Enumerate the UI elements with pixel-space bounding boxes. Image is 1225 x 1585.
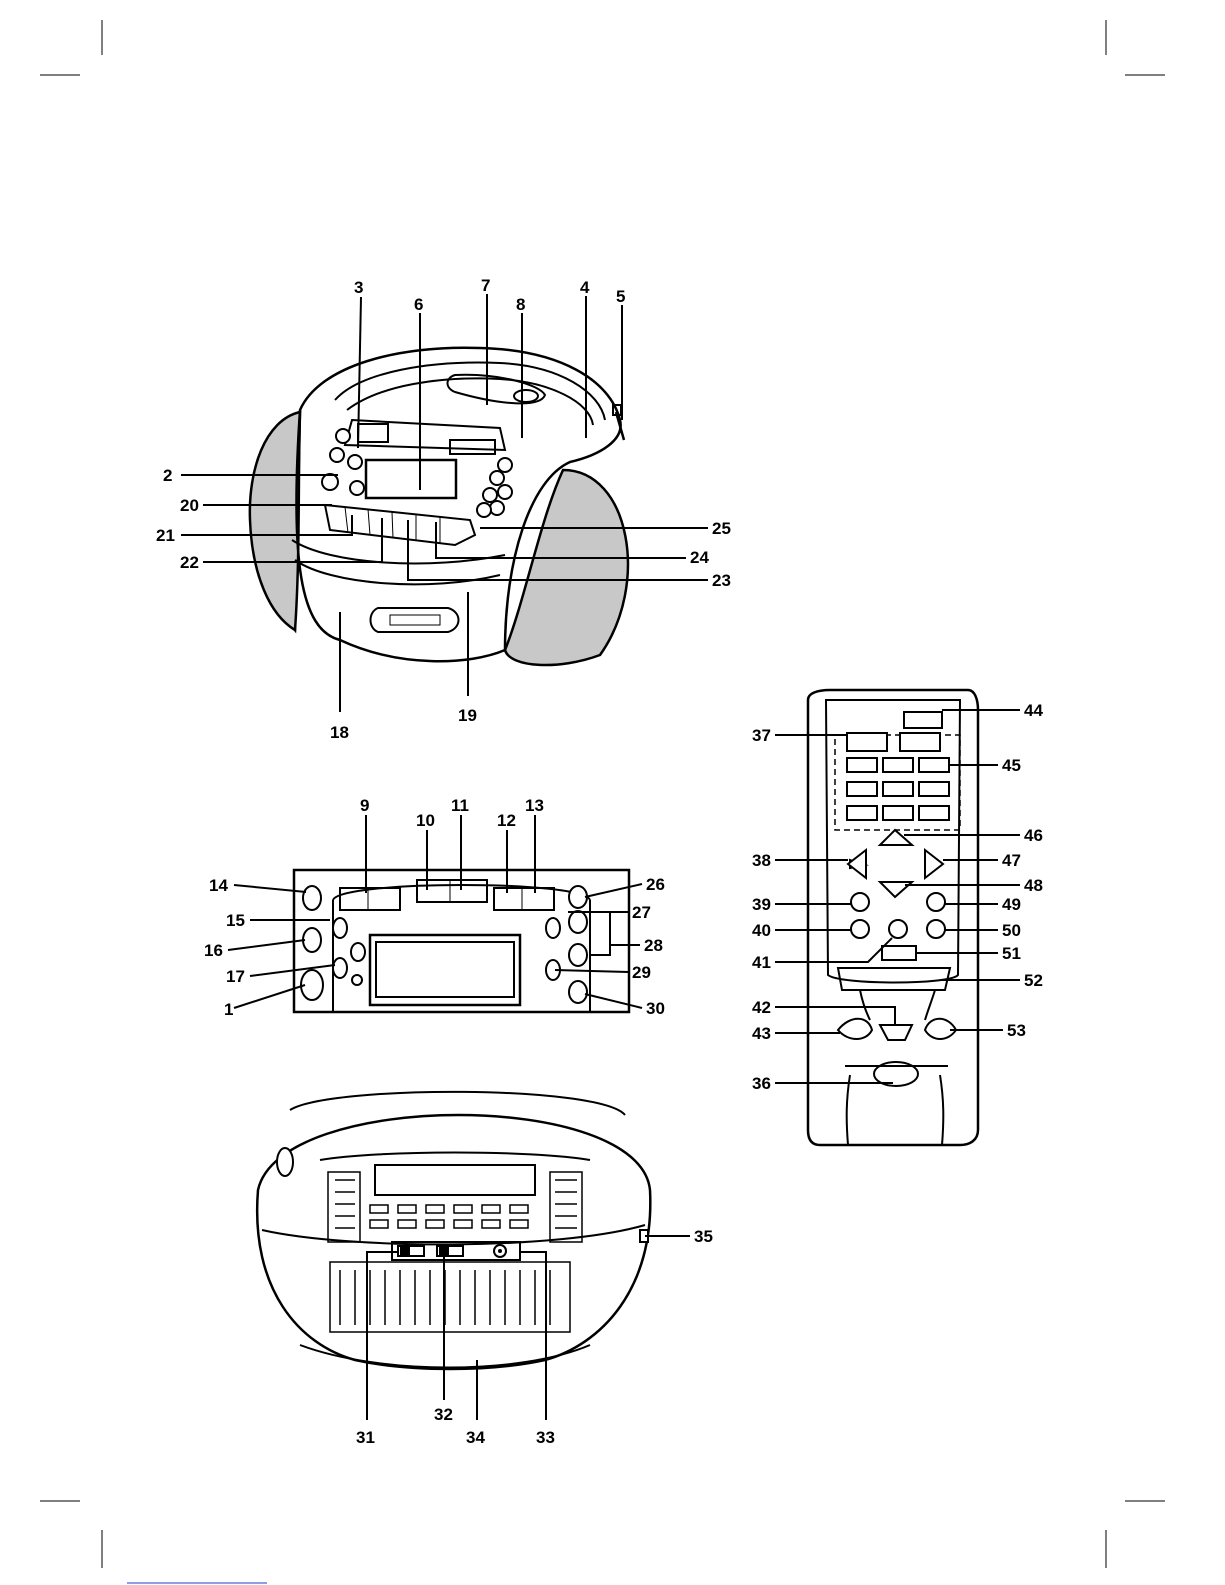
callout-label: 43: [752, 1024, 771, 1043]
callout-label: 47: [1002, 851, 1021, 870]
callout-label: 30: [646, 999, 665, 1018]
callout-label: 11: [451, 796, 469, 815]
callout-label: 2: [163, 466, 172, 485]
callout-label: 46: [1024, 826, 1043, 845]
callout-label: 5: [616, 287, 625, 306]
callout-label: 8: [516, 295, 525, 314]
callout-label: 1: [224, 1000, 233, 1019]
callout-label: 51: [1002, 944, 1021, 963]
callout-label: 20: [180, 496, 199, 515]
callout-label: 32: [434, 1405, 453, 1424]
front-view-labels: 3 6 7 8 4 5 2 20 21 22 25 24 23 18 19: [156, 276, 731, 742]
callout-label: 15: [226, 911, 245, 930]
callout-label: 38: [752, 851, 771, 870]
callout-label: 16: [204, 941, 223, 960]
remote-left-button: [848, 850, 866, 878]
right-speaker: [505, 470, 628, 665]
callout-label: 48: [1024, 876, 1043, 895]
callout-label: 26: [646, 875, 665, 894]
callout-label: 39: [752, 895, 771, 914]
callout-label: 37: [752, 726, 771, 745]
callout-label: 22: [180, 553, 199, 572]
control-panel-leaders: [228, 815, 642, 1008]
callout-label: 12: [497, 811, 516, 830]
callout-label: 53: [1007, 1021, 1026, 1040]
callout-label: 45: [1002, 756, 1021, 775]
callout-label: 33: [536, 1428, 555, 1447]
remote-right-button: [925, 850, 943, 878]
callout-label: 17: [226, 967, 245, 986]
callout-label: 29: [632, 963, 651, 982]
crop-marks: [40, 20, 1165, 1583]
callout-label: 40: [752, 921, 771, 940]
callout-label: 49: [1002, 895, 1021, 914]
remote-button-44: [904, 712, 942, 728]
callout-label: 7: [481, 276, 490, 295]
callout-label: 44: [1024, 701, 1043, 720]
control-panel-labels: 9 10 11 12 13 14 15 16 17 1 26 27 28 29 …: [204, 796, 665, 1019]
callout-label: 36: [752, 1074, 771, 1093]
callout-label: 18: [330, 723, 349, 742]
callout-label: 6: [414, 295, 423, 314]
control-panel-illustration: [294, 870, 629, 1012]
callout-label: 24: [690, 548, 709, 567]
callout-label: 52: [1024, 971, 1043, 990]
front-view-illustration: [250, 348, 628, 665]
callout-label: 35: [694, 1227, 713, 1246]
callout-label: 3: [354, 278, 363, 297]
rear-view-illustration: [257, 1092, 650, 1369]
callout-label: 27: [632, 903, 651, 922]
callout-label: 21: [156, 526, 175, 545]
callout-label: 19: [458, 706, 477, 725]
remote-up-button: [880, 830, 912, 845]
remote-button-37: [847, 733, 887, 751]
callout-label: 4: [580, 278, 590, 297]
callout-label: 41: [752, 953, 771, 972]
callout-label: 23: [712, 571, 731, 590]
callout-label: 14: [209, 876, 228, 895]
remote-illustration: [808, 690, 978, 1145]
panel-display: [370, 935, 520, 1005]
rear-slots: [370, 1205, 528, 1228]
callout-label: 42: [752, 998, 771, 1017]
callout-label: 25: [712, 519, 731, 538]
callout-label: 10: [416, 811, 435, 830]
callout-label: 50: [1002, 921, 1021, 940]
callout-label: 13: [525, 796, 544, 815]
cassette-window: [371, 608, 459, 632]
callout-label: 34: [466, 1428, 485, 1447]
callout-label: 28: [644, 936, 663, 955]
front-display: [366, 460, 456, 498]
callout-label: 31: [356, 1428, 375, 1447]
callout-label: 9: [360, 796, 369, 815]
